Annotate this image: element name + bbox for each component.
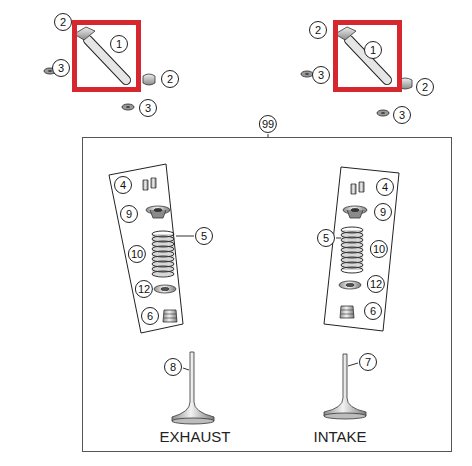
callout-number: 12 xyxy=(135,280,153,298)
valve-group: 4 9 10 12 6 xyxy=(101,161,186,336)
callout-number: 1 xyxy=(364,41,382,59)
callout-number: 99 xyxy=(259,115,277,133)
rocker-shaft xyxy=(88,40,387,80)
callout-number: 2 xyxy=(309,21,327,39)
callout-number: 4 xyxy=(376,178,394,196)
callout-number: 6 xyxy=(141,307,159,325)
highlight-box: 1 xyxy=(72,20,141,92)
callout-number: 12 xyxy=(367,275,385,293)
callout-number: 10 xyxy=(128,245,146,263)
callout-number: 2 xyxy=(161,70,179,88)
callout-number: 2 xyxy=(54,13,72,31)
callout-number: 9 xyxy=(374,203,392,221)
callout-number: 5 xyxy=(317,229,335,247)
callout-number: 3 xyxy=(393,106,411,124)
callout-number: 5 xyxy=(195,227,213,245)
spring-retainer xyxy=(146,206,367,218)
callout-number: 7 xyxy=(359,353,377,371)
callout-number: 8 xyxy=(164,358,182,376)
callout-number: 3 xyxy=(312,66,330,84)
leader-line xyxy=(176,134,358,370)
callout-number: 3 xyxy=(52,59,70,77)
callout-number: 6 xyxy=(364,302,382,320)
callout-number: 2 xyxy=(416,78,434,96)
callout-number: 1 xyxy=(110,35,128,53)
highlight-box: 1 xyxy=(333,20,402,92)
callout-number: 9 xyxy=(120,205,138,223)
rocker-pad xyxy=(74,27,412,89)
valve-group: 4 9 10 12 6 xyxy=(321,159,411,336)
callout-number: 10 xyxy=(370,240,388,258)
callout-number: 4 xyxy=(114,176,132,194)
valve-keeper xyxy=(143,178,364,194)
spring-seat xyxy=(154,281,361,293)
kit-box: 4910126491012699 xyxy=(82,137,452,452)
caption-label: EXHAUST xyxy=(158,428,233,446)
callout-number: 3 xyxy=(139,99,157,117)
caption-label: INTAKE xyxy=(311,428,368,446)
